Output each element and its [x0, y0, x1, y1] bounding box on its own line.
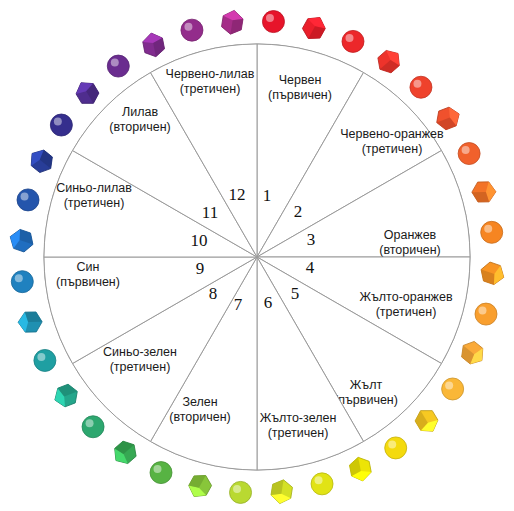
- sector-number: 2: [294, 203, 303, 220]
- sphere-bead: [410, 76, 432, 98]
- wheel-outline: [44, 44, 470, 470]
- sector-number: 12: [229, 186, 246, 203]
- gem-bead: [18, 312, 42, 332]
- gem-bead: [348, 455, 372, 482]
- sector-number: 3: [307, 231, 316, 248]
- gem-bead: [141, 31, 165, 58]
- color-sector: Жълто-зелен (третичен)6: [256, 256, 365, 471]
- gem-bead: [51, 382, 81, 409]
- sphere-bead: [458, 143, 480, 165]
- sector-number: 6: [264, 294, 273, 311]
- gem-bead: [109, 437, 140, 468]
- gem-bead: [412, 406, 442, 437]
- color-name: Червено-лилав (третичен): [145, 67, 275, 97]
- gem-bead: [300, 13, 329, 44]
- color-sector: Син (първичен)9: [43, 256, 258, 365]
- gem-bead: [373, 46, 404, 77]
- sphere-bead: [11, 271, 33, 293]
- gem-bead: [472, 182, 496, 202]
- sphere-bead: [385, 437, 407, 459]
- sphere-bead: [311, 473, 333, 495]
- gem-bead: [457, 338, 488, 369]
- sphere-bead: [34, 349, 56, 371]
- gem-bead: [7, 227, 36, 254]
- sphere-bead: [262, 11, 284, 33]
- sphere-bead: [181, 19, 203, 41]
- gem-bead: [72, 78, 102, 109]
- sphere-bead: [150, 462, 172, 484]
- sphere-bead: [342, 30, 364, 52]
- color-sector: Червено-лилав (третичен)12: [149, 43, 258, 258]
- sphere-bead: [475, 303, 497, 325]
- color-name: Син (първичен): [23, 260, 153, 290]
- gem-bead: [270, 478, 294, 505]
- sphere-bead: [230, 481, 252, 503]
- sector-number: 9: [196, 260, 205, 277]
- sphere-bead: [50, 114, 72, 136]
- sphere-bead: [442, 378, 464, 400]
- sphere-bead: [481, 221, 503, 243]
- sphere-bead: [82, 416, 104, 438]
- gem-bead: [185, 471, 214, 502]
- sector-number: 11: [202, 204, 218, 221]
- gem-bead: [478, 260, 507, 287]
- color-name: Оранжев (вторичен): [345, 228, 475, 258]
- sector-number: 1: [263, 187, 272, 204]
- sector-outline: [43, 256, 258, 365]
- sphere-bead: [17, 189, 39, 211]
- color-name: Жълто-оранжев (третичен): [341, 290, 471, 320]
- sector-outline: [256, 149, 471, 258]
- sector-number: 4: [306, 259, 315, 276]
- sphere-bead: [107, 55, 129, 77]
- sector-number: 7: [234, 296, 243, 313]
- gem-bead: [26, 146, 57, 177]
- color-sector: Оранжев (вторичен)3: [256, 149, 471, 258]
- sector-number: 5: [291, 285, 300, 302]
- gem-bead: [221, 9, 245, 36]
- sector-number: 8: [209, 285, 218, 302]
- sector-number: 10: [191, 232, 208, 249]
